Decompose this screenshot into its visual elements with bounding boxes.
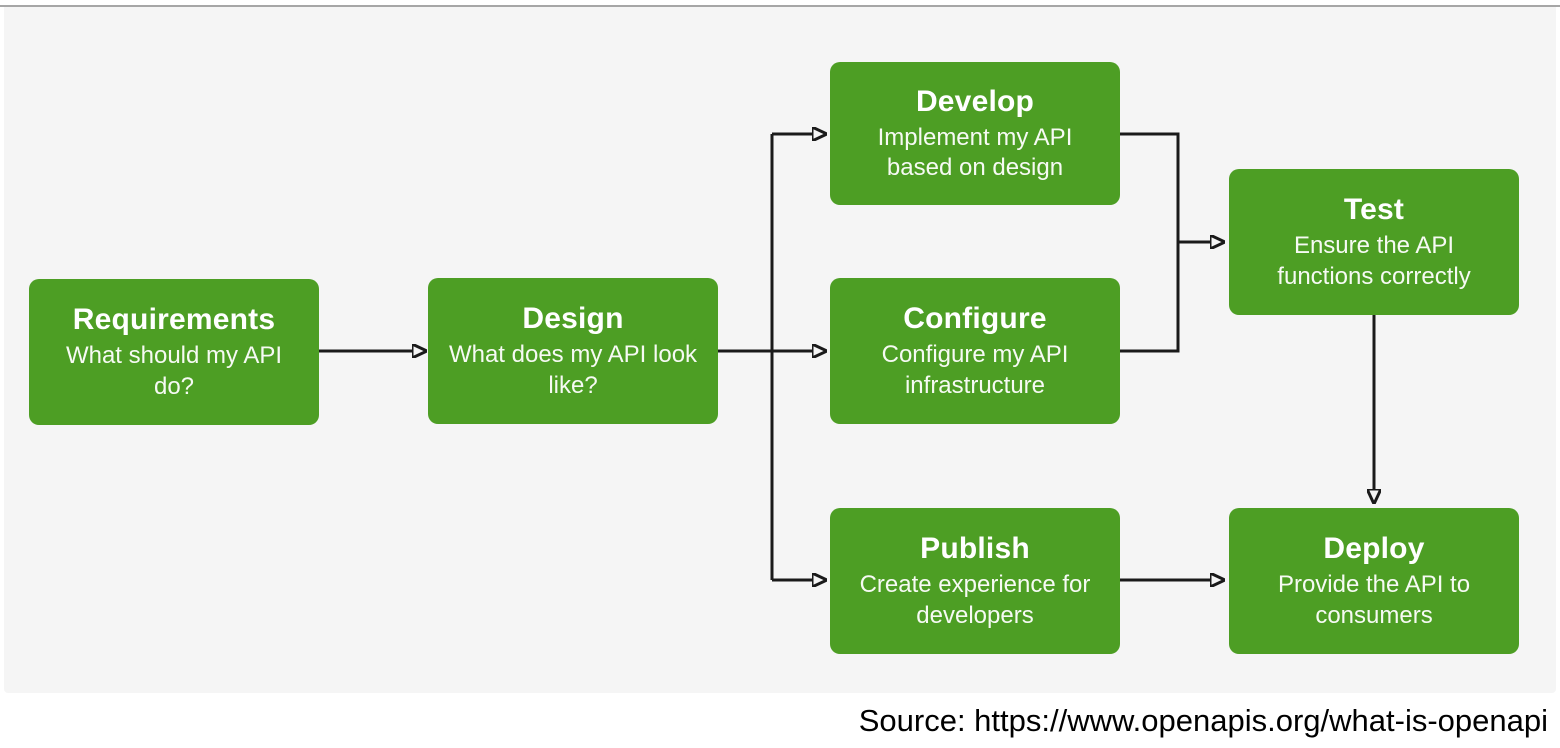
node-configure-title: Configure: [903, 302, 1047, 336]
node-deploy: Deploy Provide the API to consumers: [1229, 508, 1519, 654]
node-design-title: Design: [522, 302, 624, 336]
node-test-subtitle: Ensure the API functions correctly: [1277, 232, 1471, 290]
node-requirements-subtitle: What should my API do?: [65, 342, 283, 400]
node-design: Design What does my API look like?: [428, 278, 718, 424]
node-test-title: Test: [1343, 193, 1405, 227]
node-requirements-title: Requirements: [72, 303, 276, 337]
edge-develop-configure-merge: [1120, 132, 1180, 353]
node-deploy-title: Deploy: [1323, 532, 1425, 566]
node-requirements: Requirements What should my API do?: [29, 279, 319, 425]
node-deploy-subtitle: Provide the API to consumers: [1277, 571, 1471, 629]
node-develop-subtitle: Implement my API based on design: [877, 123, 1073, 181]
node-test: Test Ensure the API functions correctly: [1229, 169, 1519, 315]
node-design-subtitle: What does my API look like?: [448, 341, 698, 399]
node-publish: Publish Create experience for developers: [830, 508, 1120, 654]
edge-design-branch-trunk: [718, 134, 774, 580]
node-configure: Configure Configure my API infrastructur…: [830, 278, 1120, 424]
panel-top-border: [0, 5, 1560, 7]
node-publish-subtitle: Create experience for developers: [859, 571, 1091, 629]
node-publish-title: Publish: [920, 532, 1030, 566]
node-develop: Develop Implement my API based on design: [830, 62, 1120, 205]
node-configure-subtitle: Configure my API infrastructure: [881, 341, 1069, 399]
node-develop-title: Develop: [915, 84, 1035, 118]
source-citation: Source: https://www.openapis.org/what-is…: [858, 703, 1548, 738]
